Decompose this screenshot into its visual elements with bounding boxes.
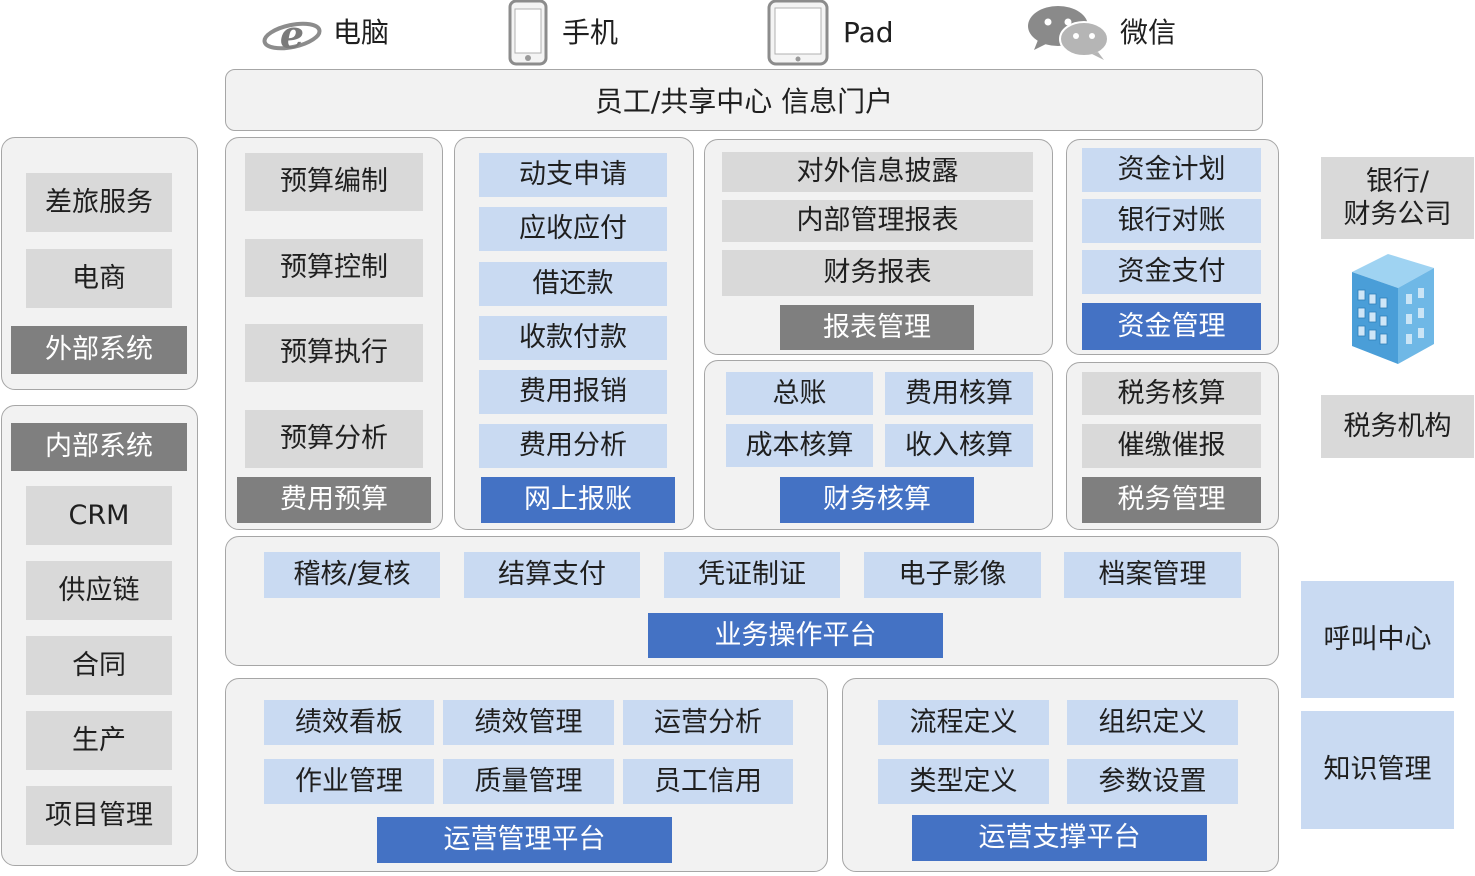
tax-organization[interactable]: 税务机构: [1321, 395, 1474, 458]
external-item-ecommerce[interactable]: 电商: [26, 249, 172, 308]
budget-item-control[interactable]: 预算控制: [245, 239, 423, 297]
opsmgmt-item-quality[interactable]: 质量管理: [443, 759, 614, 804]
device-label-wechat: 微信: [1120, 16, 1176, 50]
bank-finance-label: 银行/ 财务公司: [1344, 165, 1452, 231]
device-label-pc: 电脑: [333, 16, 389, 50]
external-item-travel[interactable]: 差旅服务: [26, 173, 172, 232]
operation-item-settlement[interactable]: 结算支付: [464, 552, 640, 598]
report-title: 报表管理: [780, 305, 974, 350]
call-center[interactable]: 呼叫中心: [1301, 581, 1454, 698]
online-title: 网上报账: [481, 477, 675, 523]
online-item-expense[interactable]: 费用报销: [479, 370, 667, 414]
opssupport-title: 运营支撑平台: [912, 815, 1207, 861]
accounting-item-cost[interactable]: 成本核算: [726, 424, 873, 467]
fund-item-payment[interactable]: 资金支付: [1082, 250, 1261, 294]
report-item-financial[interactable]: 财务报表: [722, 250, 1033, 296]
fund-item-reconcile[interactable]: 银行对账: [1082, 199, 1261, 243]
fund-title: 资金管理: [1082, 303, 1261, 350]
opsmgmt-item-dashboard[interactable]: 绩效看板: [264, 700, 434, 745]
report-item-internal[interactable]: 内部管理报表: [722, 200, 1033, 242]
online-item-loan[interactable]: 借还款: [479, 262, 667, 306]
opssupport-item-type[interactable]: 类型定义: [878, 759, 1049, 804]
opsmgmt-item-analysis[interactable]: 运营分析: [623, 700, 793, 745]
budget-item-execute[interactable]: 预算执行: [245, 324, 423, 382]
accounting-title: 财务核算: [780, 477, 974, 523]
online-item-receivable[interactable]: 应收应付: [479, 207, 667, 251]
online-item-apply[interactable]: 动支申请: [479, 153, 667, 197]
building-icon: [1348, 250, 1438, 366]
opsmgmt-title: 运营管理平台: [377, 817, 672, 863]
budget-item-analysis[interactable]: 预算分析: [245, 410, 423, 468]
budget-item-compile[interactable]: 预算编制: [245, 153, 423, 211]
wechat-icon: [1026, 4, 1112, 62]
operation-item-image[interactable]: 电子影像: [864, 552, 1041, 598]
opssupport-item-process[interactable]: 流程定义: [878, 700, 1049, 745]
operation-item-audit[interactable]: 稽核/复核: [264, 552, 440, 598]
tax-title: 税务管理: [1082, 477, 1261, 523]
bank-finance-company[interactable]: 银行/ 财务公司: [1321, 157, 1474, 239]
internal-item-crm[interactable]: CRM: [26, 486, 172, 545]
accounting-item-ledger[interactable]: 总账: [726, 372, 873, 415]
portal-bar[interactable]: 员工/共享中心 信息门户: [225, 69, 1263, 131]
operation-item-voucher[interactable]: 凭证制证: [664, 552, 840, 598]
tax-item-urge[interactable]: 催缴催报: [1082, 424, 1261, 468]
accounting-item-expense[interactable]: 费用核算: [885, 372, 1033, 415]
fund-item-plan[interactable]: 资金计划: [1082, 148, 1261, 192]
svg-text:e: e: [280, 12, 304, 56]
report-item-disclosure[interactable]: 对外信息披露: [722, 152, 1033, 192]
online-item-expense-analysis[interactable]: 费用分析: [479, 424, 667, 468]
internal-item-project[interactable]: 项目管理: [26, 786, 172, 845]
accounting-item-revenue[interactable]: 收入核算: [885, 424, 1033, 467]
budget-title: 费用预算: [237, 477, 431, 523]
internal-item-contract[interactable]: 合同: [26, 636, 172, 695]
operation-item-archive[interactable]: 档案管理: [1064, 552, 1241, 598]
device-label-pad: Pad: [843, 16, 894, 50]
tax-item-accounting[interactable]: 税务核算: [1082, 372, 1261, 415]
internal-item-supply-chain[interactable]: 供应链: [26, 561, 172, 620]
internal-item-production[interactable]: 生产: [26, 711, 172, 770]
online-item-collection[interactable]: 收款付款: [479, 316, 667, 360]
portal-label: 员工/共享中心 信息门户: [595, 80, 893, 120]
phone-icon: [508, 0, 548, 66]
opsmgmt-item-credit[interactable]: 员工信用: [623, 759, 793, 804]
opsmgmt-item-performance[interactable]: 绩效管理: [443, 700, 614, 745]
opsmgmt-item-work[interactable]: 作业管理: [264, 759, 434, 804]
opssupport-item-params[interactable]: 参数设置: [1067, 759, 1238, 804]
device-label-phone: 手机: [562, 16, 618, 50]
ie-icon: e: [262, 12, 324, 56]
operation-title: 业务操作平台: [648, 613, 943, 658]
internal-systems-title: 内部系统: [11, 423, 187, 471]
external-systems-title: 外部系统: [11, 326, 187, 374]
knowledge-management[interactable]: 知识管理: [1301, 711, 1454, 829]
opssupport-item-org[interactable]: 组织定义: [1067, 700, 1238, 745]
tablet-icon: [767, 0, 829, 66]
